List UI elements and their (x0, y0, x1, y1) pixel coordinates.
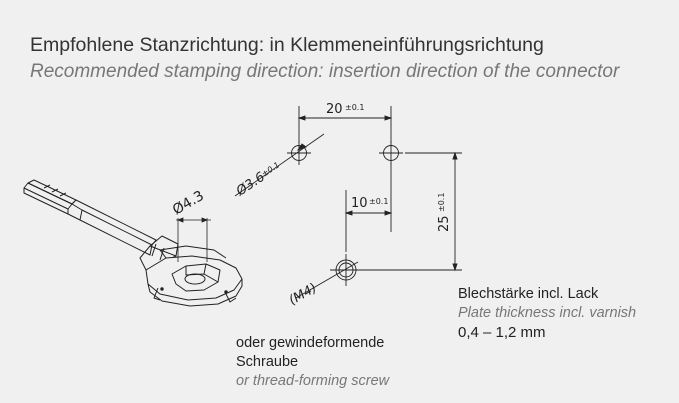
offset-dimension-value: 10 (351, 196, 368, 211)
thread-size-label: (M4) (287, 281, 320, 309)
width-dimension-value: 20 (326, 102, 343, 117)
height-dimension-value: 25 (437, 215, 452, 232)
heading-english: Recommended stamping direction: insertio… (30, 61, 620, 82)
plate-thickness-note: Blechstärke incl. Lack Plate thickness i… (458, 285, 636, 342)
connector-hole-dimension (176, 217, 211, 262)
screw-note-english: or thread-forming screw (236, 373, 390, 389)
offset-dimension-tolerance: ±0.1 (369, 197, 388, 206)
plate-thickness-range: 0,4 – 1,2 mm (458, 324, 546, 341)
connector-illustration (23, 179, 243, 307)
plate-note-german: Blechstärke incl. Lack (458, 286, 599, 302)
screw-note-german-line2: Schraube (236, 354, 299, 370)
heading-german: Empfohlene Stanzrichtung: in Klemmeneinf… (30, 34, 544, 56)
screw-note-german-line1: oder gewindeformende (236, 335, 385, 351)
hole-pattern (234, 106, 462, 299)
plate-note-english: Plate thickness incl. varnish (458, 305, 637, 321)
hole-diameter-tolerance: ±0.1 (260, 160, 281, 178)
width-dimension-tolerance: ±0.1 (345, 103, 364, 112)
height-dimension-tolerance: ±0.1 (437, 193, 446, 212)
connector-hole-label: Ø4.3 (170, 188, 207, 219)
screw-note: oder gewindeformende Schraube or thread-… (236, 334, 389, 391)
